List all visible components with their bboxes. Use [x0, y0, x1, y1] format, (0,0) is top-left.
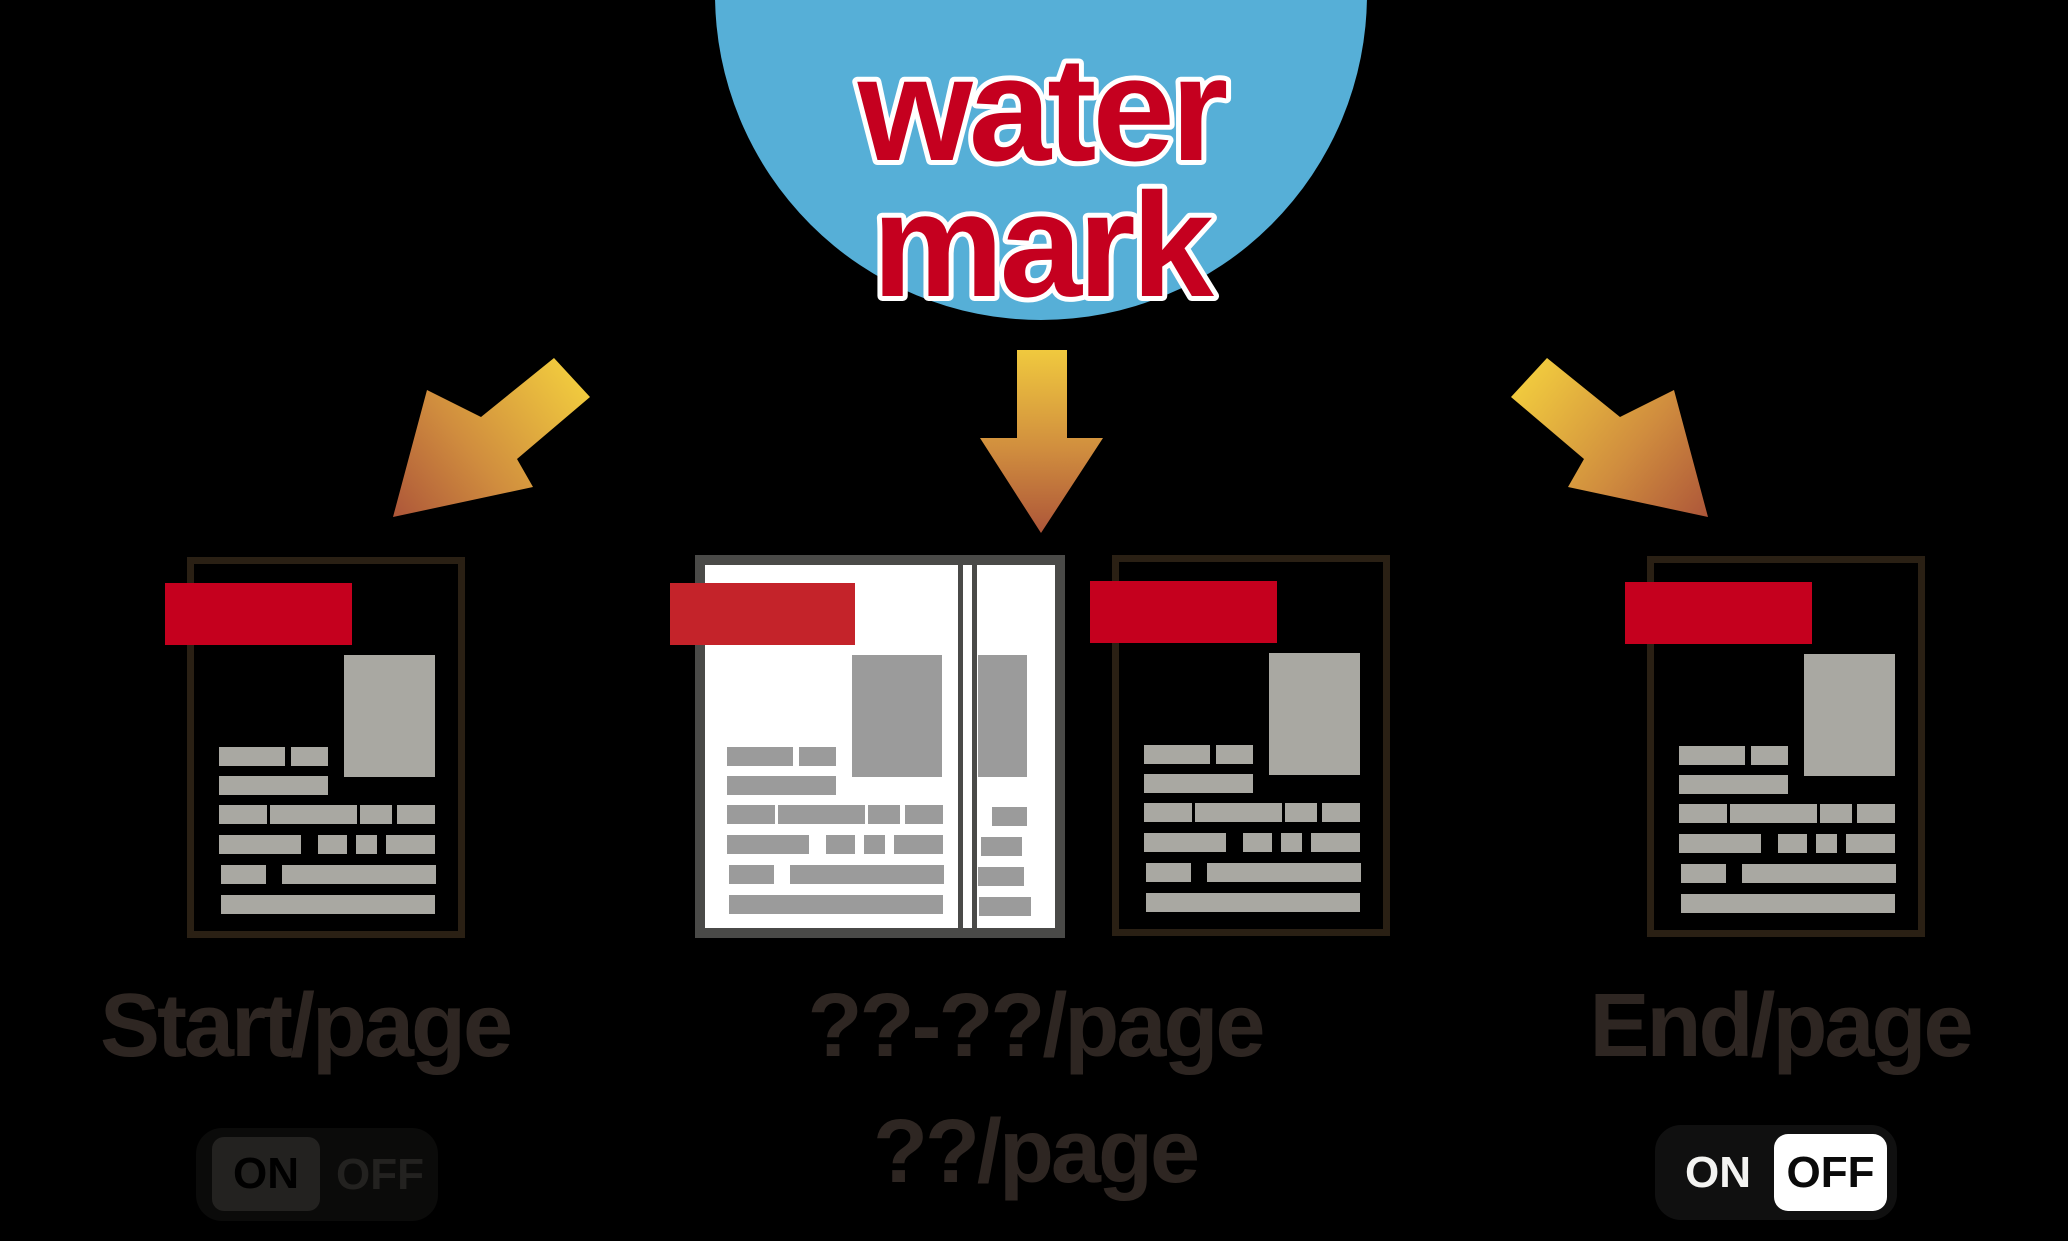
start-page-label: Start/page [99, 976, 513, 1076]
text-line [1846, 834, 1895, 853]
text-line [729, 895, 943, 914]
toggle-on-option[interactable]: ON [1685, 1147, 1751, 1197]
text-line [727, 747, 793, 766]
end-page-toggle[interactable]: ON OFF [1655, 1125, 1897, 1220]
toggle-off-option[interactable]: OFF [336, 1149, 424, 1199]
text-line [1243, 833, 1272, 852]
text-line [864, 835, 885, 854]
text-line [1679, 834, 1761, 853]
text-line [1778, 834, 1807, 853]
text-line [729, 865, 774, 884]
text-line [1681, 894, 1895, 913]
page-outline [1112, 555, 1390, 936]
watermark-red-bar [1090, 581, 1277, 643]
text-line [727, 835, 809, 854]
watermark-red-bar [1625, 582, 1812, 644]
text-line [1730, 804, 1817, 823]
text-line [291, 747, 328, 766]
text-line [727, 776, 836, 795]
text-line [978, 867, 1024, 886]
text-line [356, 835, 377, 854]
document-middle-page [1090, 555, 1390, 936]
text-line [221, 895, 435, 914]
page-range-label-line1: ??-??/page [807, 976, 1266, 1076]
watermark-bubble-text-line2: mark [872, 163, 1215, 328]
start-page-toggle[interactable]: ON OFF [196, 1128, 438, 1221]
text-line [282, 865, 436, 884]
page-outline [695, 555, 1065, 938]
watermark-red-bar [670, 583, 855, 645]
page-outline [187, 557, 465, 938]
text-line [905, 805, 943, 824]
text-line [727, 805, 775, 824]
text-line [826, 835, 855, 854]
page-outline [1647, 556, 1925, 937]
text-line [1281, 833, 1302, 852]
end-page-label: End/page [1589, 976, 1973, 1076]
text-line [1144, 803, 1192, 822]
text-line [1679, 804, 1727, 823]
text-line [778, 805, 865, 824]
arrow-to-end-page [1511, 358, 1708, 517]
text-line [1322, 803, 1360, 822]
text-line [1311, 833, 1360, 852]
watermark-red-bar [165, 583, 352, 645]
text-line [799, 747, 836, 766]
text-line [1816, 834, 1837, 853]
text-line [1857, 804, 1895, 823]
page-fold-line [972, 563, 977, 930]
photo-placeholder [978, 655, 1027, 777]
text-line [1285, 803, 1317, 822]
photo-placeholder [852, 655, 942, 777]
text-line [1146, 893, 1360, 912]
toggle-off-option[interactable]: OFF [1774, 1134, 1887, 1211]
watermark-bubble-text-line1: water [857, 27, 1227, 192]
text-line [1207, 863, 1361, 882]
document-page-range-spread [670, 555, 1065, 938]
text-line [1820, 804, 1852, 823]
text-line [868, 805, 900, 824]
text-line [992, 807, 1027, 826]
arrow-to-start-page [393, 358, 590, 517]
document-first-page [165, 557, 465, 938]
text-line [219, 805, 267, 824]
text-line [1742, 864, 1896, 883]
photo-placeholder [1269, 653, 1360, 775]
text-line [1195, 803, 1282, 822]
text-line [219, 835, 301, 854]
text-line [979, 897, 1031, 916]
page-fold-line [958, 563, 963, 930]
text-line [219, 747, 285, 766]
arrow-to-page-range [980, 350, 1103, 533]
text-line [1679, 775, 1788, 794]
text-line [1144, 774, 1253, 793]
text-line [1144, 745, 1210, 764]
text-line [219, 776, 328, 795]
text-line [386, 835, 435, 854]
text-line [397, 805, 435, 824]
text-line [981, 837, 1022, 856]
watermark-bubble [715, 0, 1367, 320]
text-line [1679, 746, 1745, 765]
document-last-page [1625, 556, 1925, 937]
photo-placeholder [1804, 654, 1895, 776]
text-line [1751, 746, 1788, 765]
photo-placeholder [344, 655, 435, 777]
text-line [1216, 745, 1253, 764]
text-line [360, 805, 392, 824]
text-line [790, 865, 944, 884]
text-line [1681, 864, 1726, 883]
text-line [1144, 833, 1226, 852]
text-line [270, 805, 357, 824]
text-line [1146, 863, 1191, 882]
text-line [894, 835, 943, 854]
text-line [221, 865, 266, 884]
toggle-on-option[interactable]: ON [212, 1137, 320, 1211]
page-range-label-line2: ??/page [872, 1102, 1200, 1202]
text-line [318, 835, 347, 854]
